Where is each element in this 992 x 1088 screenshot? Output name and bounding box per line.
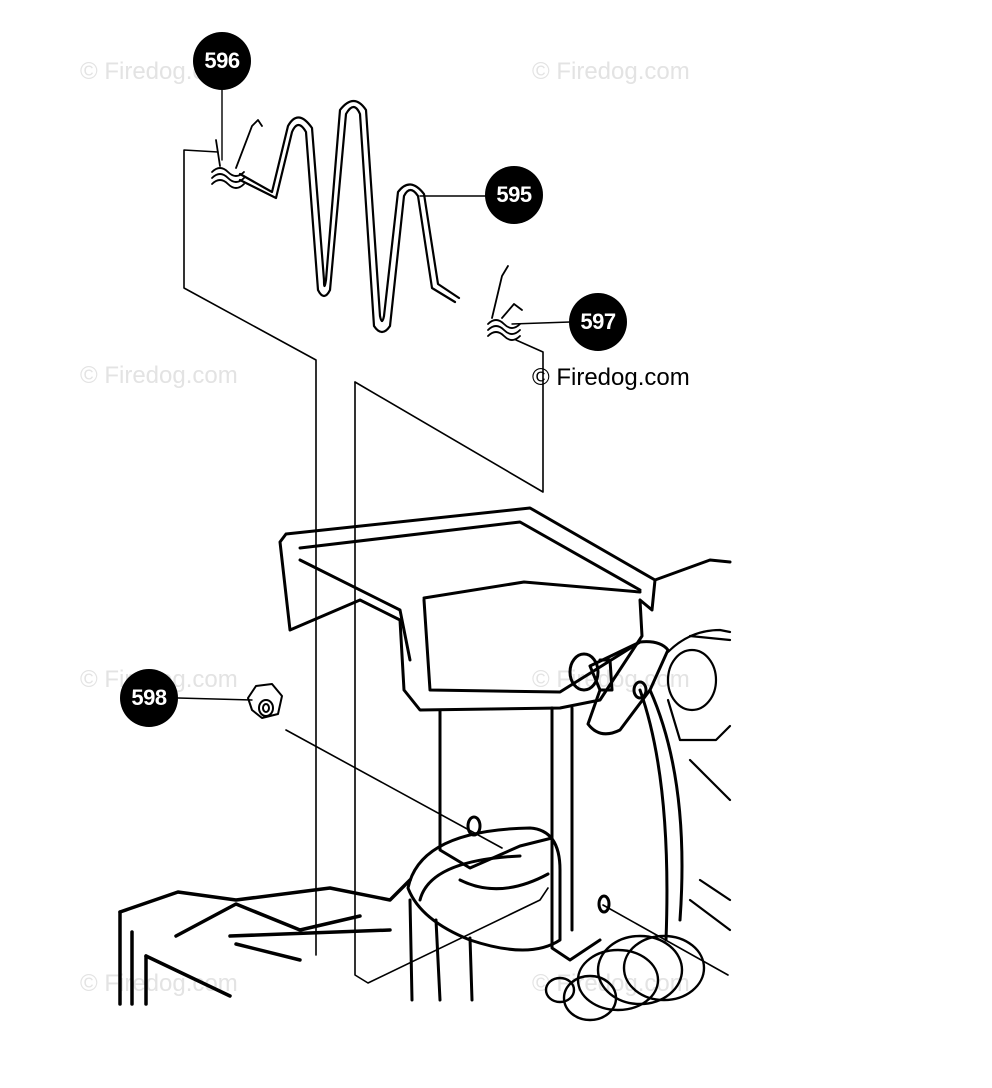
exploded-guide-lines [183,149,729,984]
callout-598: 598 [120,669,178,727]
bottom-springs [544,934,706,1022]
watermark: © Firedog.com [80,970,238,997]
adjust-knob [568,640,670,736]
spring-anchor-597 [487,265,523,341]
watermark-main: © Firedog.com [532,364,690,391]
watermark: © Firedog.com [532,58,690,85]
wire-spring-595 [238,99,461,334]
spring-anchor-596 [211,119,263,189]
callout-595: 595 [485,166,543,224]
base-housing [118,878,412,1006]
chute-ring [406,826,562,1002]
nut-598 [247,683,283,719]
gear-housing [666,628,732,932]
chute-deflector [278,506,732,712]
callout-597: 597 [569,293,627,351]
callout-596: 596 [193,32,251,90]
watermark: © Firedog.com [80,362,238,389]
callout-leaders [177,89,571,701]
